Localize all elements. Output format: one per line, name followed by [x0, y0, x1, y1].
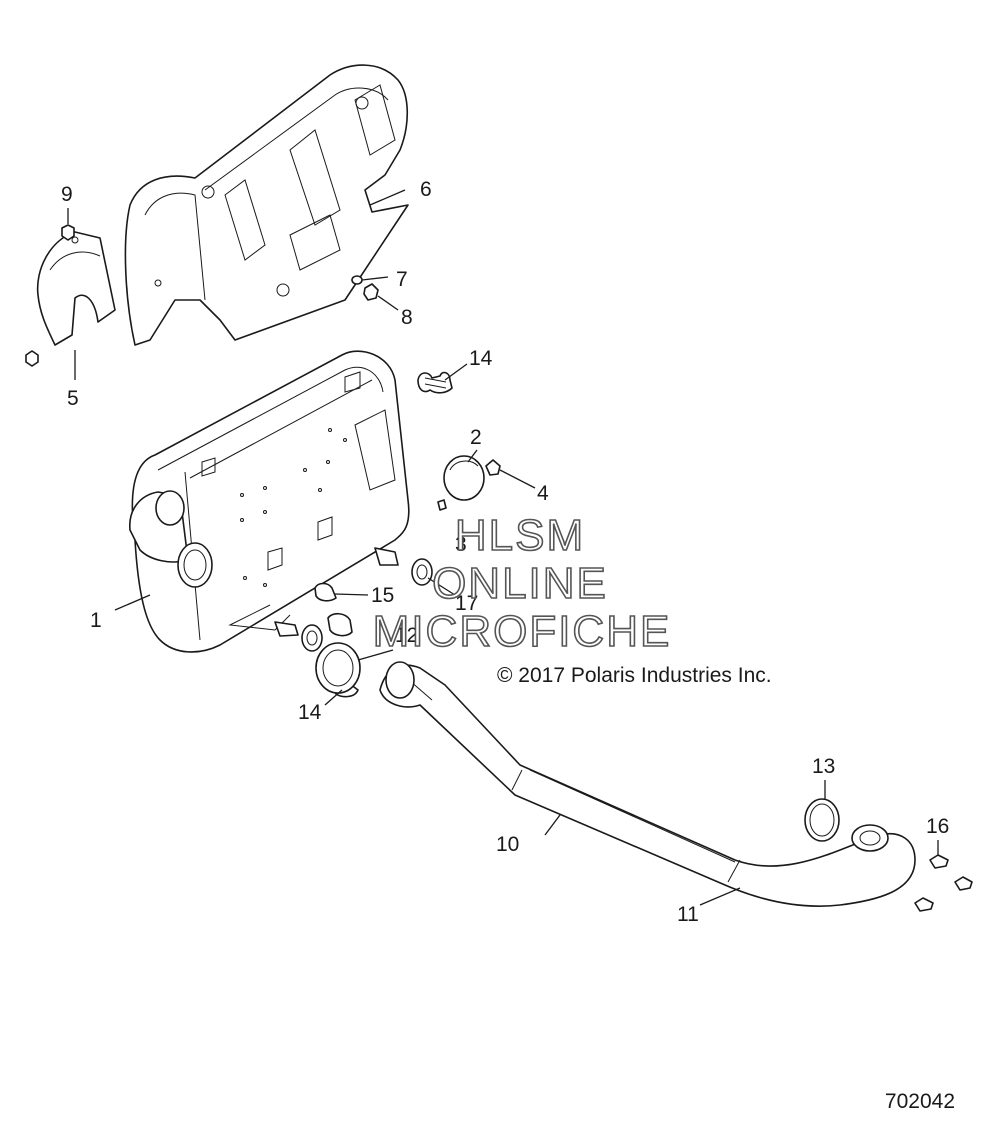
- callout-3: 3: [455, 533, 467, 556]
- callout-16: 16: [926, 815, 949, 838]
- callout-8: 8: [401, 306, 413, 329]
- callout-15: 15: [371, 584, 394, 607]
- callout-7: 7: [396, 268, 408, 291]
- gasket-12-part: [315, 642, 361, 694]
- exhaust-pipe-part: [379, 661, 916, 907]
- callout-10: 10: [496, 833, 519, 856]
- callout-2: 2: [470, 426, 482, 449]
- callout-14-upper: 14: [469, 347, 493, 370]
- grommet-17-part: [274, 547, 433, 652]
- callout-9: 9: [61, 183, 73, 206]
- callout-5: 5: [67, 387, 79, 410]
- watermark-line-3: MICROFICHE: [373, 607, 672, 656]
- nut-5-part: [25, 350, 39, 367]
- washer-7-part: [351, 275, 363, 285]
- spring-14-upper-part: [417, 371, 453, 394]
- callout-12: 12: [395, 624, 418, 647]
- watermark-line-2: ONLINE: [432, 559, 608, 608]
- callout-13: 13: [812, 755, 835, 778]
- copyright-text: © 2017 Polaris Industries Inc.: [497, 664, 772, 687]
- callout-17: 17: [455, 592, 478, 615]
- bolt-4-part: [485, 459, 501, 476]
- pin-3-part: [437, 499, 447, 511]
- bolt-8-part: [363, 283, 379, 301]
- watermark: HLSM ONLINE MICROFICHE: [372, 510, 672, 657]
- leader-lines: [67, 189, 939, 906]
- end-cap-part: [443, 455, 485, 501]
- watermark-line-1: HLSM: [455, 511, 585, 560]
- callout-6: 6: [420, 178, 432, 201]
- small-heat-shield-part: [36, 231, 116, 346]
- gasket-13-part: [804, 798, 840, 842]
- heat-shield-part: [124, 64, 409, 346]
- document-number: 702042: [885, 1090, 955, 1113]
- spring-15-part: [314, 582, 353, 637]
- bolt-16-part: [914, 854, 973, 912]
- callout-11: 11: [677, 903, 699, 926]
- callout-1: 1: [90, 609, 102, 632]
- muffler-part: [129, 350, 410, 653]
- callout-4: 4: [537, 482, 549, 505]
- callout-14-lower: 14: [298, 701, 322, 724]
- callout-numbers: 1 2 3 4 5 6 7 8 9 10 11 12 13 14 14 15 1…: [61, 178, 949, 926]
- fastener-9-part: [61, 224, 75, 241]
